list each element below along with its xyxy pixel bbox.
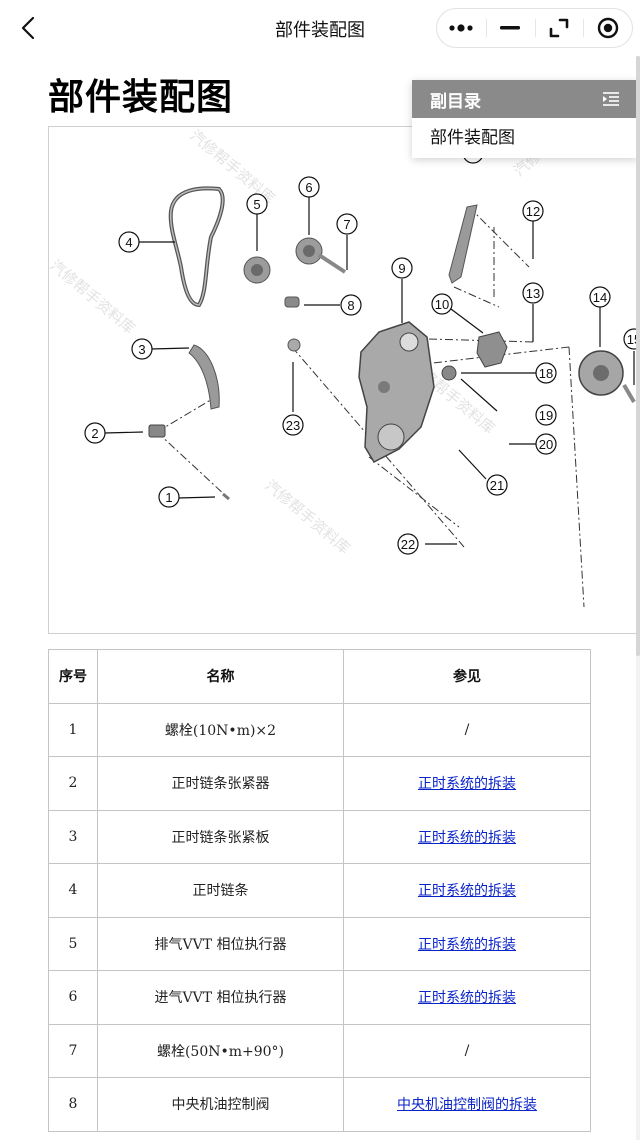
callout-3: 3 [138,342,145,357]
parts-table: 序号 名称 参见 1 螺栓(10N•m)×2 / 2 正时链条张紧器 正时系统的… [48,649,591,1132]
sub-toc-item[interactable]: 部件装配图 [430,128,515,148]
ref-link[interactable]: 正时系统的拆装 [418,883,516,900]
assembly-diagram: 汽修帮手资料库 汽修帮手资料库 汽修帮手资料库 汽修帮手资料库 汽修帮手资料库 [48,126,640,634]
table-row: 4 正时链条 正时系统的拆装 [48,863,591,918]
assembly-drawing: 汽修帮手资料库 汽修帮手资料库 汽修帮手资料库 汽修帮手资料库 汽修帮手资料库 [49,127,640,608]
row-no: 7 [48,1023,98,1078]
row-ref: / [343,1023,591,1078]
header-no: 序号 [48,649,98,704]
callout-10: 10 [435,297,449,312]
callout-6: 6 [305,180,312,195]
row-name: 螺栓(50N•m+90°) [97,1023,344,1078]
callout-19: 19 [539,408,553,423]
target-close-icon [597,17,618,39]
ref-link[interactable]: 正时系统的拆装 [418,776,516,793]
header-ref: 参见 [343,649,591,704]
callout-9: 9 [398,261,405,276]
row-name: 进气VVT 相位执行器 [97,970,344,1025]
callout-20: 20 [539,437,553,452]
table-row: 1 螺栓(10N•m)×2 / [48,702,591,757]
minus-icon [500,26,521,30]
toc-list-icon[interactable] [602,91,620,107]
row-no: 1 [48,702,98,757]
row-name: 螺栓(10N•m)×2 [97,702,344,757]
minimize-button[interactable] [485,8,535,48]
header-name: 名称 [97,649,344,704]
ref-link[interactable]: 正时系统的拆装 [418,990,516,1007]
sub-toc-title: 副目录 [430,91,481,112]
ref-link[interactable]: 正时系统的拆装 [418,829,516,846]
table-row: 8 中央机油控制阀 中央机油控制阀的拆装 [48,1077,591,1132]
callout-5: 5 [253,197,260,212]
float-window-icon [549,18,569,38]
row-name: 排气VVT 相位执行器 [97,916,344,971]
row-ref: / [343,702,591,757]
table-header-row: 序号 名称 参见 [48,649,591,704]
row-no: 8 [48,1077,98,1132]
more-button[interactable] [437,8,486,48]
row-name: 正时链条 [97,863,344,918]
callout-23: 23 [286,418,300,433]
watermark: 汽修帮手资料库 [49,256,138,337]
row-name: 正时链条张紧板 [97,809,344,864]
row-ref: 正时系统的拆装 [343,863,591,918]
callout-21: 21 [490,478,504,493]
table-row: 5 排气VVT 相位执行器 正时系统的拆装 [48,916,591,971]
table-row: 6 进气VVT 相位执行器 正时系统的拆装 [48,970,591,1025]
callout-22: 22 [401,537,415,552]
row-no: 2 [48,756,98,811]
more-dots-icon [449,24,473,32]
row-name: 中央机油控制阀 [97,1077,344,1132]
ref-link[interactable]: 正时系统的拆装 [418,936,516,953]
row-name: 正时链条张紧器 [97,756,344,811]
sub-toc-header[interactable]: 副目录 [412,80,638,118]
callout-4: 4 [125,235,132,250]
watermark: 汽修帮手资料库 [261,476,353,557]
float-window-button[interactable] [534,8,584,48]
callout-2: 2 [91,426,98,441]
row-no: 5 [48,916,98,971]
row-no: 6 [48,970,98,1025]
row-ref: 正时系统的拆装 [343,916,591,971]
callout-18: 18 [539,366,553,381]
table-row: 2 正时链条张紧器 正时系统的拆装 [48,756,591,811]
row-ref: 中央机油控制阀的拆装 [343,1077,591,1132]
mini-program-capsule [436,8,633,48]
row-ref: 正时系统的拆装 [343,809,591,864]
callout-7: 7 [343,217,350,232]
chevron-left-icon [21,16,35,40]
back-button[interactable] [12,12,44,44]
nav-bar: 部件装配图 [0,0,640,56]
table-row: 7 螺栓(50N•m+90°) / [48,1023,591,1078]
callout-14: 14 [593,290,607,305]
callout-13: 13 [526,286,540,301]
row-ref: 正时系统的拆装 [343,756,591,811]
ref-link[interactable]: 中央机油控制阀的拆装 [397,1097,537,1114]
table-row: 3 正时链条张紧板 正时系统的拆装 [48,809,591,864]
sub-toc-panel: 副目录 部件装配图 [412,80,638,158]
row-no: 4 [48,863,98,918]
watermark: 汽修帮手资料库 [186,127,278,208]
page-title: 部件装配图 [48,77,234,118]
callout-12: 12 [526,204,540,219]
close-button[interactable] [583,8,632,48]
row-no: 3 [48,809,98,864]
scrollbar-thumb[interactable] [636,56,640,656]
callout-1: 1 [165,490,172,505]
callout-8: 8 [347,298,354,313]
scrollbar[interactable] [636,56,640,1140]
row-ref: 正时系统的拆装 [343,970,591,1025]
